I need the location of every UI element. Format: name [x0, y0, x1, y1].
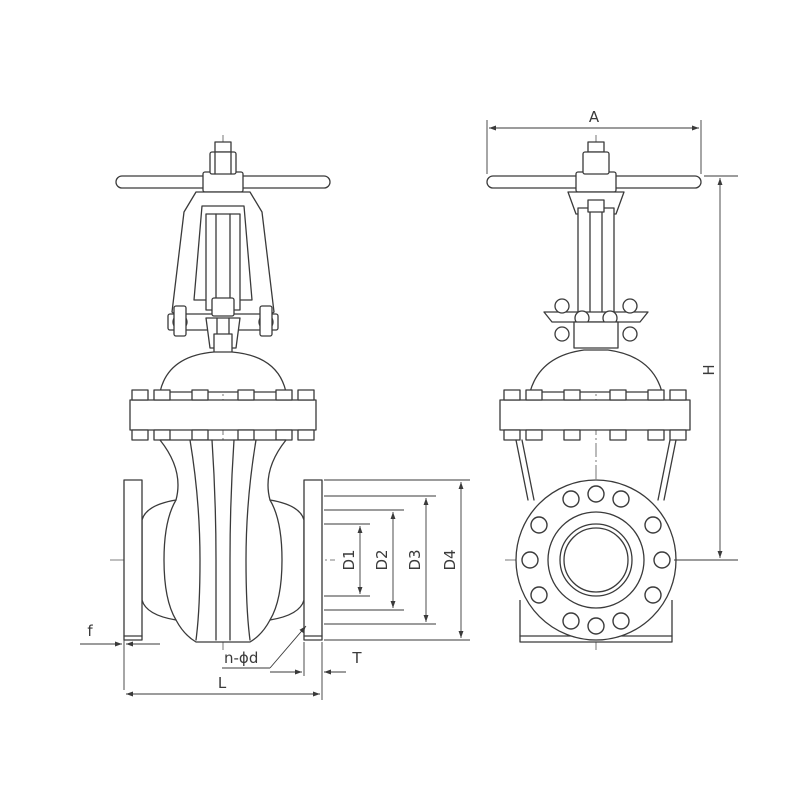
front-stem-nut	[209, 141, 237, 175]
dim-D4: D4	[441, 482, 464, 638]
dim-D3: D3	[406, 498, 429, 622]
side-view	[486, 135, 702, 650]
dim-D4-label: D4	[441, 549, 459, 570]
dim-H-label: H	[700, 364, 718, 375]
dim-A-label: A	[589, 108, 600, 126]
front-bonnet-flange	[129, 389, 317, 441]
dim-L-label: L	[218, 674, 227, 692]
front-handwheel	[115, 171, 331, 193]
dim-D3-label: D3	[406, 549, 424, 570]
dim-f-label: f	[87, 622, 93, 640]
dim-f: f	[80, 622, 160, 690]
dim-D1-label: D1	[340, 549, 358, 570]
side-end-flange	[515, 479, 677, 641]
side-bonnet	[529, 349, 663, 393]
dim-T: T	[270, 642, 362, 676]
front-gland	[167, 297, 279, 357]
dim-L: L	[125, 674, 323, 700]
dimensions: A H D1 D2 D3	[80, 108, 738, 700]
front-left-flange	[123, 479, 143, 641]
side-yoke	[567, 191, 625, 319]
side-bonnet-flange	[499, 389, 691, 441]
side-gland	[543, 298, 649, 349]
dim-D2: D2	[373, 512, 396, 608]
dim-T-label: T	[351, 649, 362, 667]
dim-H: H	[674, 175, 738, 561]
dim-A: A	[486, 108, 702, 174]
front-bonnet	[159, 351, 287, 393]
dim-D-extensions	[324, 479, 470, 641]
dim-D2-label: D2	[373, 549, 391, 570]
side-stem-nut	[582, 141, 610, 175]
front-yoke	[171, 191, 275, 319]
front-view	[110, 135, 335, 650]
side-bolt-holes	[521, 485, 671, 635]
side-handwheel	[486, 171, 702, 193]
dim-nd-label: n-ϕd	[224, 649, 258, 667]
front-body	[141, 439, 305, 643]
dim-nd: n-ϕd	[222, 625, 307, 669]
front-right-flange	[303, 479, 323, 641]
dim-D1: D1	[340, 526, 363, 594]
